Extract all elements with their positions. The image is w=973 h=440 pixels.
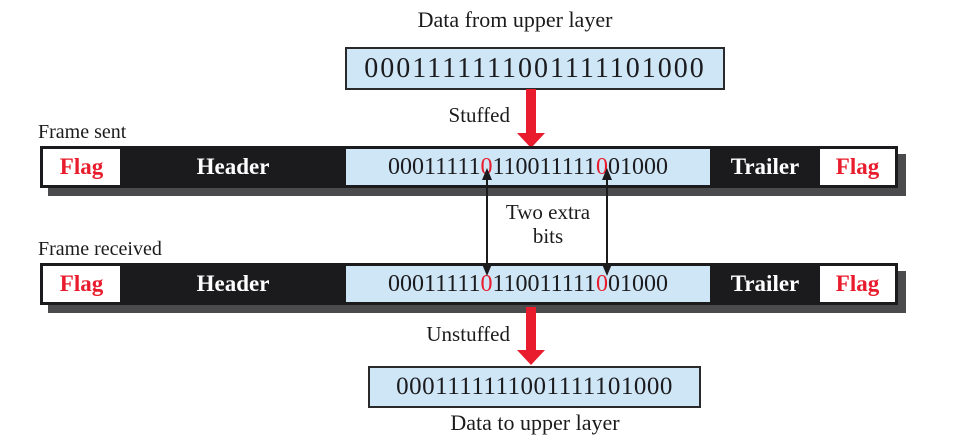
bits-mid: 110011111 — [492, 270, 596, 297]
arrow-up-icon — [602, 168, 612, 180]
frame-sent-flag-end: Flag — [820, 149, 895, 185]
unstuffed-arrow-head-icon — [517, 350, 545, 365]
frame-sent-header: Header — [120, 149, 346, 185]
lower-data-bits: 0001111111001111101000 — [396, 373, 673, 400]
frame-received-label: Frame received — [38, 238, 162, 260]
frame-sent-trailer: Trailer — [710, 149, 820, 185]
lower-data-box: 0001111111001111101000 — [368, 366, 701, 408]
data-to-upper-layer-label: Data to upper layer — [450, 410, 620, 435]
frame-received-header: Header — [120, 266, 346, 302]
data-from-upper-layer-label: Data from upper layer — [417, 7, 613, 32]
arrow-up-icon — [482, 168, 492, 180]
two-extra-bits-line1: Two extra — [505, 200, 591, 224]
two-extra-bits-note: Two extra bits — [493, 200, 603, 248]
extra-bit-pointer-left — [481, 168, 493, 276]
bits-post: 01000 — [607, 153, 668, 180]
stuffed-label: Stuffed — [448, 103, 510, 127]
frame-received-trailer: Trailer — [710, 266, 820, 302]
arrow-line — [606, 176, 608, 268]
bits-pre: 00011111 — [388, 153, 481, 180]
unstuffed-arrow-shaft — [526, 307, 536, 351]
stuffed-bit-1: 0 — [480, 270, 493, 297]
stuffed-arrow-shaft — [526, 89, 536, 134]
frame-received-flag-start: Flag — [43, 266, 120, 302]
arrow-down-icon — [602, 264, 612, 276]
stuffed-bit-2: 0 — [595, 270, 608, 297]
bits-pre: 00011111 — [388, 270, 481, 297]
arrow-line — [486, 176, 488, 268]
two-extra-bits-line2: bits — [532, 224, 564, 248]
extra-bit-pointer-right — [601, 168, 613, 276]
frame-sent-label: Frame sent — [38, 121, 127, 143]
bits-post: 01000 — [607, 270, 668, 297]
unstuffed-label: Unstuffed — [426, 322, 510, 346]
stuffed-arrow-head-icon — [517, 133, 545, 148]
bits-mid: 110011111 — [492, 153, 596, 180]
upper-data-bits: 0001111111001111101000 — [364, 52, 706, 84]
frame-sent-flag-start: Flag — [43, 149, 120, 185]
frame-received-flag-end: Flag — [820, 266, 895, 302]
upper-data-box: 0001111111001111101000 — [345, 47, 725, 90]
arrow-down-icon — [482, 264, 492, 276]
